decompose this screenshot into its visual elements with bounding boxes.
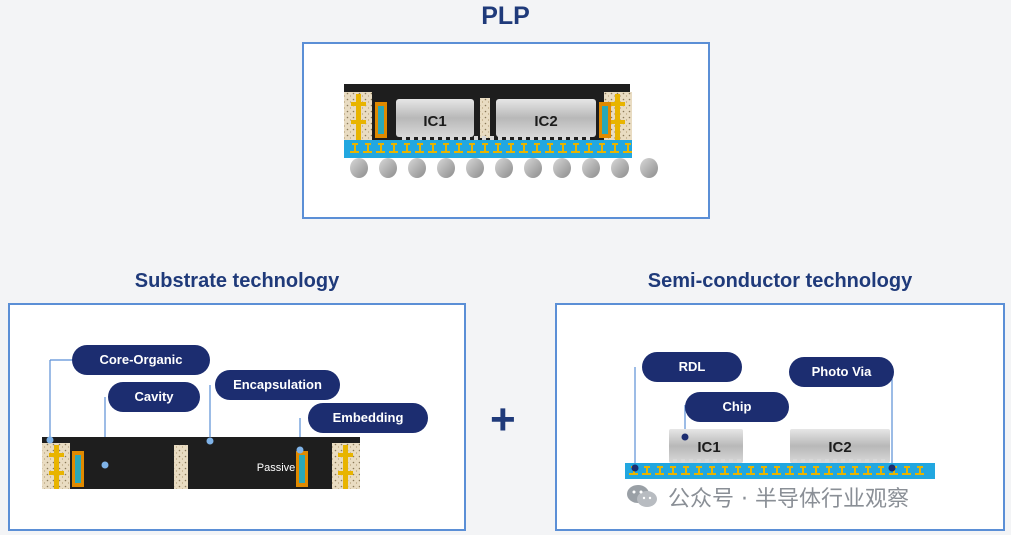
solder-ball [379,158,397,178]
wechat-icon [627,485,657,507]
solder-ball [350,158,368,178]
encapsulation-pill: Encapsulation [215,370,340,400]
core-organic-pill: Core-Organic [72,345,210,375]
semiconductor-technology-title: Semi-conductor technology [647,270,913,292]
ic2-label: IC2 [534,113,557,130]
rdl-traces [629,459,924,475]
substrate-technology-panel: Passive Core-Organic Cavity Encapsulatio… [8,303,466,531]
passive-component-left [378,106,384,134]
solder-ball [437,158,455,178]
cavity-pill: Cavity [108,382,200,412]
solder-ball [553,158,571,178]
substrate-diagram: Passive [42,359,360,489]
plp-package-diagram: IC1 IC2 [344,84,658,178]
solder-ball [524,158,542,178]
watermark-text: 公众号 · 半导体行业观察 [668,487,909,512]
ic2-die [790,429,890,463]
ic2-label: IC2 [828,439,851,456]
ic1-label: IC1 [697,439,720,456]
embedding-pill: Embedding [308,403,428,433]
substrate-mold [42,437,360,489]
plus-sign: + [490,395,516,444]
solder-ball [582,158,600,178]
ic1-label: IC1 [423,113,446,130]
solder-balls [350,158,658,178]
rdl-layer [625,463,935,479]
solder-ball [495,158,513,178]
substrate-technology-title: Substrate technology [134,270,340,292]
photo-via-pill: Photo Via [789,357,894,387]
ic1-die [396,99,474,137]
solder-ball [611,158,629,178]
semiconductor-diagram: IC1 IC2 [625,367,935,479]
solder-ball [640,158,658,178]
solder-ball [408,158,426,178]
plp-title: PLP [481,2,530,30]
cavity-pillar [174,445,188,489]
chip-pill: Chip [685,392,789,422]
embedded-passive [299,455,305,483]
passive-label: Passive [257,462,296,474]
passive-component-right [602,106,608,134]
ic2-die [496,99,596,137]
plp-panel: IC1 IC2 [302,42,710,219]
solder-ball [466,158,484,178]
rdl-traces [350,136,632,153]
rdl-pill: RDL [642,352,742,382]
